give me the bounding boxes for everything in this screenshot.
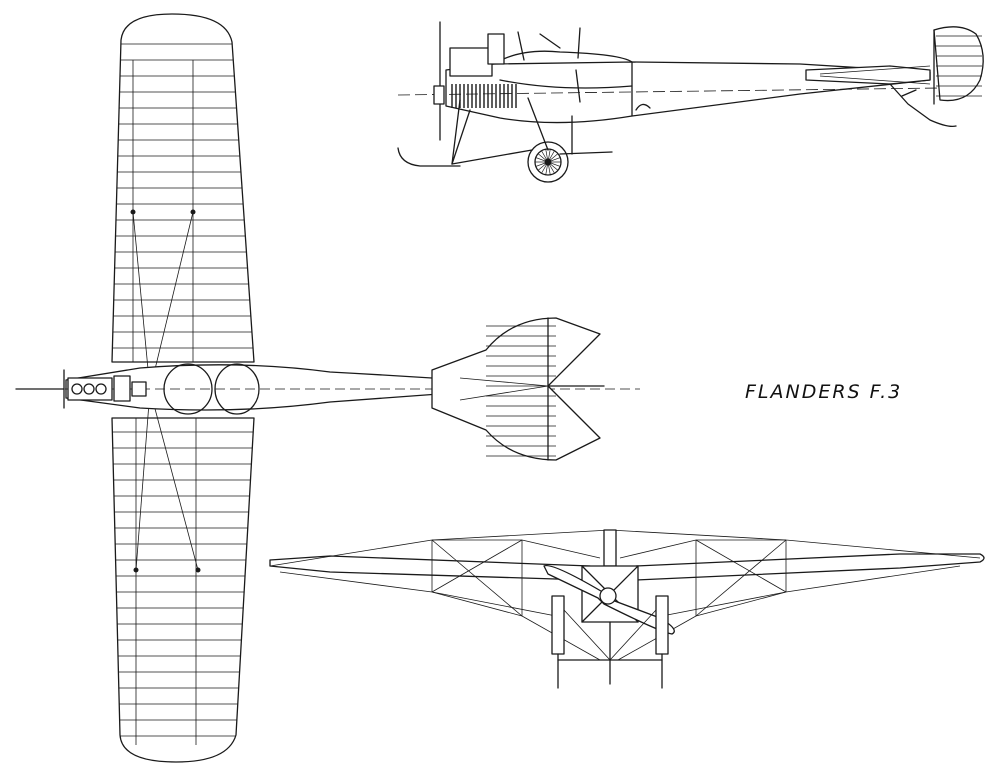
plan-upper-wing — [111, 13, 255, 363]
side-tail-skid — [889, 83, 957, 128]
plan-view — [15, 13, 640, 763]
side-elevation — [397, 21, 984, 183]
side-engine-cooling-fins — [451, 84, 517, 108]
plan-tailplane — [431, 317, 601, 461]
front-undercarriage — [551, 595, 669, 689]
front-right-bracing — [617, 539, 981, 661]
front-right-wing — [635, 553, 985, 581]
plan-cockpit-front — [163, 363, 213, 415]
plan-upper-wing-ribs — [112, 43, 254, 349]
side-wheel — [527, 141, 569, 183]
plan-tail-ribs — [486, 325, 556, 457]
side-tailplane — [805, 65, 931, 85]
side-engine — [449, 47, 493, 77]
plan-cockpit-rear — [214, 363, 260, 415]
front-elevation — [269, 529, 985, 689]
side-rudder — [933, 26, 984, 102]
side-rudder-ribs — [936, 35, 982, 97]
plan-lower-wing-ribs — [112, 431, 254, 737]
front-left-bracing — [269, 539, 601, 661]
front-left-wing — [269, 555, 591, 581]
plan-lower-wing — [111, 417, 255, 763]
aircraft-caption: FLANDERS F.3 — [745, 381, 903, 403]
side-undercarriage — [397, 97, 613, 183]
